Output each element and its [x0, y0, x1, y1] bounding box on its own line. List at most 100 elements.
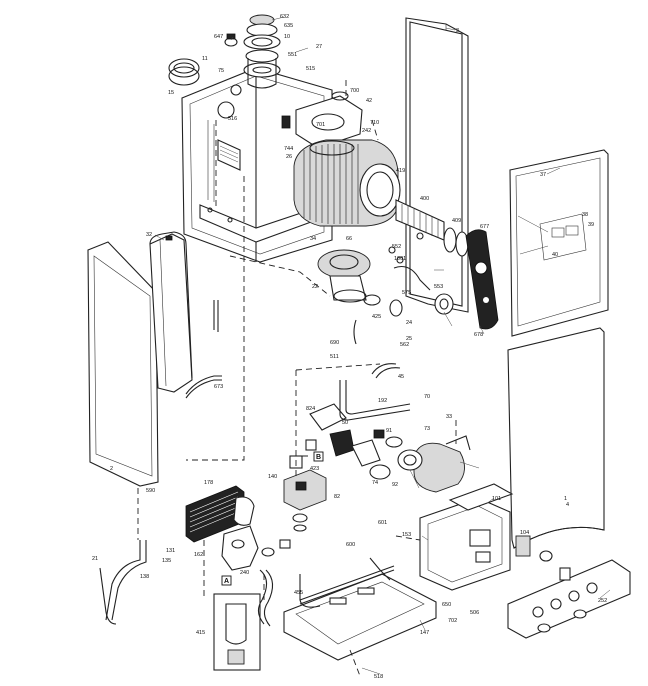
label-632: 632 — [280, 14, 289, 20]
label-104: 104 — [520, 530, 529, 536]
label-147: 147 — [420, 630, 429, 636]
label-252: 252 — [598, 598, 607, 604]
front-panel-upper — [405, 17, 469, 313]
label-45: 45 — [398, 374, 404, 380]
label-178: 178 — [204, 480, 213, 486]
control-box — [419, 483, 531, 591]
label-673: 673 — [214, 384, 223, 390]
label-92: 92 — [392, 482, 398, 488]
base-pan — [283, 565, 437, 661]
label-192: 192 — [378, 398, 387, 404]
label-32: 32 — [146, 232, 152, 238]
marker-b: B — [316, 454, 321, 461]
combustion-door — [465, 229, 499, 330]
label-10: 10 — [284, 34, 290, 40]
label-42: 42 — [366, 98, 372, 104]
label-700: 700 — [350, 88, 359, 94]
label-511: 511 — [330, 354, 339, 360]
label-423: 423 — [310, 466, 319, 472]
label-11: 11 — [202, 56, 208, 62]
label-415: 415 — [196, 630, 205, 636]
marker-a: A — [224, 578, 229, 585]
label-690: 690 — [330, 340, 339, 346]
label-135: 135 — [162, 558, 171, 564]
label-553: 553 — [434, 284, 443, 290]
label-138: 138 — [140, 574, 149, 580]
label-74: 74 — [372, 480, 378, 486]
label-15: 15 — [168, 90, 174, 96]
label-4: 4 — [566, 502, 569, 508]
label-33: 33 — [446, 414, 452, 420]
label-40: 40 — [552, 252, 558, 258]
front-door-panel — [509, 149, 609, 337]
label-242: 242 — [362, 128, 371, 134]
label-518: 518 — [374, 674, 383, 680]
label-1001: 1001 — [394, 256, 406, 262]
label-39: 39 — [588, 222, 594, 228]
gas-block — [283, 455, 327, 532]
label-1: 1 — [564, 496, 567, 502]
control-fascia — [507, 550, 631, 639]
label-21: 21 — [92, 556, 98, 562]
label-824: 824 — [306, 406, 315, 412]
label-575: 575 — [402, 290, 411, 296]
label-516: 516 — [228, 116, 237, 122]
label-38: 38 — [582, 212, 588, 218]
gas-valve-mixer — [317, 249, 371, 303]
label-27: 27 — [316, 44, 322, 50]
plate-heat-exchanger — [185, 485, 255, 543]
leader-lines — [154, 16, 611, 675]
label-2: 2 — [110, 466, 113, 472]
label-91: 91 — [386, 428, 392, 434]
side-panel — [87, 241, 159, 487]
label-678: 678 — [474, 332, 483, 338]
label-162: 162 — [194, 552, 203, 558]
box-markers — [221, 451, 324, 586]
filter-drain — [213, 569, 274, 671]
label-25: 25 — [406, 336, 412, 342]
electrode-parts — [363, 232, 454, 317]
expansion-vessel — [149, 231, 193, 393]
label-70: 70 — [424, 394, 430, 400]
label-506: 506 — [470, 610, 479, 616]
pipes — [99, 300, 411, 625]
label-515: 515 — [306, 66, 315, 72]
air-ring — [168, 58, 200, 86]
label-590: 590 — [146, 488, 155, 494]
label-744: 744 — [284, 146, 293, 152]
label-455: 455 — [294, 590, 303, 596]
label-677: 677 — [480, 224, 489, 230]
label-600: 600 — [346, 542, 355, 548]
label-82: 82 — [334, 494, 340, 500]
label-73: 73 — [424, 426, 430, 432]
heat-exchanger — [293, 139, 401, 227]
label-153: 153 — [402, 532, 411, 538]
label-552: 552 — [392, 244, 401, 250]
label-240: 240 — [240, 570, 249, 576]
flue-collar-stack — [224, 14, 281, 89]
label-101: 101 — [492, 496, 501, 502]
label-635: 635 — [284, 23, 293, 29]
front-cover-lower — [507, 327, 605, 549]
hydraulic-group — [221, 525, 291, 571]
label-419: 419 — [396, 168, 405, 174]
diverter-valve — [305, 403, 403, 480]
label-140: 140 — [268, 474, 277, 480]
label-702: 702 — [448, 618, 457, 624]
label-562: 562 — [400, 342, 409, 348]
label-26: 26 — [286, 154, 292, 160]
label-409: 409 — [452, 218, 461, 224]
guide-lines — [137, 80, 457, 677]
fan-assembly — [281, 91, 363, 149]
pump-assembly — [397, 435, 471, 493]
label-37: 37 — [540, 172, 546, 178]
label-650: 650 — [442, 602, 451, 608]
label-131: 131 — [166, 548, 175, 554]
label-22: 22 — [312, 284, 318, 290]
label-24: 24 — [406, 320, 412, 326]
label-3: 3 — [456, 28, 459, 34]
burner-tube — [395, 199, 469, 257]
label-601: 601 — [378, 520, 387, 526]
